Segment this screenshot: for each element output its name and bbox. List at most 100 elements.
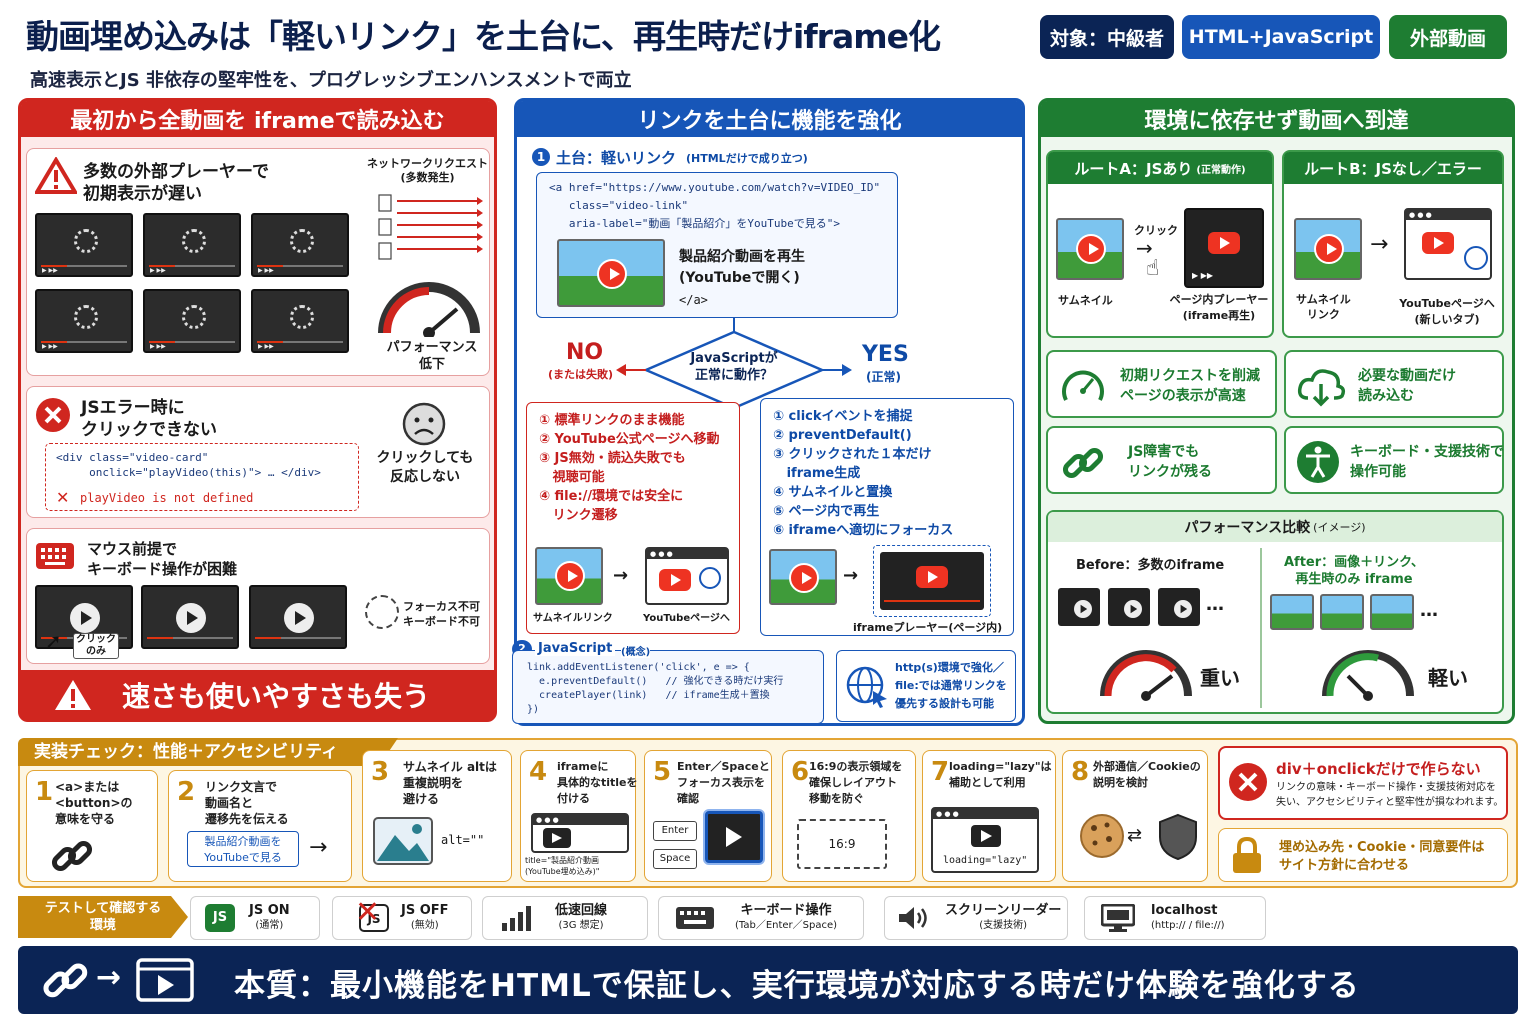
arrow-icon: →: [843, 565, 859, 586]
arrow-icon: →: [96, 960, 122, 995]
route-b-thumb-label: サムネイル リンク: [1296, 293, 1351, 321]
perf-note: (イメージ): [1313, 521, 1366, 534]
yes-branch-box: ① clickイベントを捕捉 ② preventDefault() ③ クリック…: [760, 398, 1014, 636]
no-items: ① 標準リンクのまま機能 ② YouTube公式ページへ移動 ③ JS無効・読込…: [539, 411, 720, 525]
globe-icon: [1464, 246, 1488, 270]
cookie-policy-text: 埋め込み先・Cookie・同意要件は サイト方針に合わせる: [1279, 840, 1485, 873]
check-number: 4: [529, 757, 548, 787]
test-localhost: localhost (http:// / file://): [1084, 896, 1266, 940]
thumbnail-image[interactable]: [1056, 218, 1124, 280]
thumb-link-label: サムネイルリンク: [533, 613, 613, 624]
protocol-note: http(s)環境で強化／ file:では通常リンクを 優先する設計も可能: [895, 661, 1007, 710]
lazy-caption: loading="lazy": [943, 855, 1028, 866]
arrow-icon: →: [1370, 232, 1389, 257]
yes-sub-label: (正常): [866, 370, 901, 384]
iframe-mini: [1158, 588, 1200, 626]
check-text: 外部通信／Cookieの 説明を検討: [1093, 760, 1201, 789]
thumbnail-link[interactable]: [535, 547, 603, 605]
arrow-icon: →: [309, 835, 328, 860]
warning-card: div＋onclickだけで作らない リンクの意味・キーボード操作・支援技術対応…: [1218, 746, 1508, 820]
monitor-icon: [1101, 904, 1135, 932]
yes-item: ⑤ ページ内で再生: [773, 504, 880, 519]
benefit-speed-text: 初期リクエストを削減 ページの表示が高速: [1120, 368, 1260, 404]
step1-note: (HTMLだけで成り立つ): [686, 152, 808, 165]
test-name: localhost: [1151, 903, 1218, 918]
network-label: ネットワークリクエスト (多数発生): [367, 157, 488, 184]
route-b-label: ルートB：JSなし／エラー: [1284, 152, 1502, 184]
test-sub: (http:// / file://): [1151, 920, 1225, 931]
check-number: 8: [1071, 757, 1090, 787]
route-a-thumb-label: サムネイル: [1058, 294, 1113, 307]
gauge-label: パフォーマンス 低下: [386, 340, 478, 372]
thumbnail-link[interactable]: [1294, 218, 1362, 280]
div-code: <div class="video-card" onclick="playVid…: [56, 451, 321, 479]
link-text[interactable]: 製品紹介動画を再生 (YouTubeで開く): [679, 249, 805, 286]
thumbnail-image[interactable]: [557, 239, 665, 307]
no-focus-label: フォーカス不可 キーボード不可: [403, 600, 480, 628]
route-a-header: ルートA：JSあり(正常動作): [1048, 152, 1272, 184]
no-item: ② YouTube公式ページへ移動: [539, 432, 720, 447]
heavy-label: 重い: [1200, 666, 1240, 690]
tag-tech: HTML+JavaScript: [1182, 15, 1380, 59]
light-label: 軽い: [1428, 666, 1468, 690]
page-title: 動画埋め込みは「軽いリンク」を土台に、再生時だけiframe化: [26, 17, 941, 56]
no-response-label: クリックしても 反応しない: [376, 450, 474, 485]
step2-note: (概念): [621, 643, 651, 658]
warning-icon: [35, 157, 77, 194]
perf-header: パフォーマンス比較(イメージ): [1048, 512, 1502, 542]
image-icon: [373, 817, 433, 865]
check-text: loading="lazy"は 補助として利用: [949, 760, 1052, 789]
cloud-download-icon: [1297, 369, 1346, 407]
check-number: 7: [931, 757, 950, 787]
slow-initial-box: 多数の外部プレーヤーで 初期表示が遅い ネットワークリクエスト (多数発生) パ…: [26, 148, 490, 376]
footer-banner: → 本質：最小機能をHTMLで保証し、実行環境が対応する時だけ体験を強化する: [18, 946, 1518, 1014]
error-x-icon: [36, 398, 70, 432]
warning-text: リンクの意味・キーボード操作・支援技術対応を 失い、アクセシビリティと堅牢性が損…: [1276, 782, 1504, 808]
cookie-policy-card: 埋め込み先・Cookie・同意要件は サイト方針に合わせる: [1218, 828, 1508, 882]
link-icon: [51, 840, 93, 872]
lose-banner: 速さも使いやすさも失う: [20, 670, 496, 720]
iframe-player[interactable]: [880, 552, 984, 610]
test-slow-network: 低速回線(3G 想定): [482, 896, 648, 940]
warning-title: div＋onclickだけで作らない: [1276, 760, 1481, 778]
lose-banner-text: 速さも使いやすさも失う: [122, 680, 431, 713]
test-name: 低速回線: [555, 903, 608, 918]
route-a-note: (正常動作): [1196, 164, 1246, 176]
cookie-icon: [1080, 814, 1124, 858]
route-a-box: ルートA：JSあり(正常動作) サムネイル クリック → ☝ ▶ ▶▶ ページ内…: [1046, 150, 1274, 338]
heavy-gauge-icon: [1100, 650, 1192, 701]
more-dots: …: [1420, 600, 1438, 621]
more-dots: …: [1206, 594, 1224, 615]
thumb-mini: [1270, 594, 1314, 630]
yes-item: ⑥ iframeへ適切にフォーカス: [773, 523, 954, 538]
no-branch-box: ① 標準リンクのまま機能 ② YouTube公式ページへ移動 ③ JS無効・読込…: [526, 402, 740, 634]
keyboard-heading: マウス前提で キーボード操作が困難: [87, 540, 238, 578]
iframe-loading: ▶ ▶▶: [251, 289, 349, 353]
page-player-label: ページ内プレーヤー (iframe再生): [1169, 293, 1269, 322]
no-label: NO: [566, 340, 604, 365]
focused-player: [705, 811, 763, 863]
keyboard-icon: [676, 907, 714, 929]
lock-icon: [1233, 837, 1261, 873]
check-number: 2: [177, 777, 196, 807]
iframe-mini: [1058, 588, 1100, 626]
code-snippet-box: <div class="video-card" onclick="playVid…: [45, 443, 359, 511]
click-label: クリック: [1134, 224, 1178, 237]
iframe-loading: ▶ ▶▶: [35, 213, 133, 277]
step2-title: JavaScript: [535, 641, 616, 656]
page-subtitle: 高速表示とJS 非依存の堅牢性を、プログレッシブエンハンスメントで両立: [30, 70, 632, 91]
test-name: JS OFF: [401, 903, 449, 918]
check-number: 3: [371, 757, 390, 787]
page-player[interactable]: ▶ ▶▶: [1184, 208, 1264, 288]
link-code-box: <a href="https://www.youtube.com/watch?v…: [536, 172, 898, 318]
no-sub-label: (または失敗): [548, 368, 614, 381]
thumbnail-image[interactable]: [769, 549, 837, 605]
benefit-download: 必要な動画だけ 読み込む: [1284, 350, 1504, 418]
test-sub: (Tab／Enter／Space): [735, 920, 838, 931]
left-panel-title: 最初から全動画を iframeで読み込む: [21, 101, 494, 137]
